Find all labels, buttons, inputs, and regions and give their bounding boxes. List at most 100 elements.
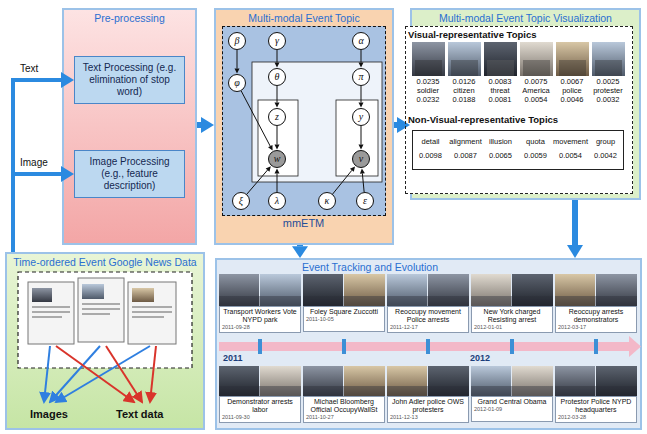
event-card: John Adler police OWS protesters2011-12-…: [387, 396, 469, 423]
variable-symbol: w: [274, 154, 281, 164]
topic-word: police: [554, 86, 590, 95]
variable-circle: π: [352, 68, 370, 86]
arrow-head: [275, 145, 280, 150]
arrow-head: [350, 166, 355, 171]
event-caption: John Adler police OWS protesters: [390, 398, 466, 414]
dependency-arrow: [360, 168, 365, 192]
edge-label: Text: [18, 63, 40, 75]
photo: [592, 42, 625, 76]
topic-weight: 0.0042: [588, 151, 623, 160]
variable-symbol: ε: [363, 196, 367, 206]
variable-symbol: θ: [275, 72, 280, 82]
variable-symbol: γ: [275, 36, 279, 46]
event-card: Reoccupy movement Police arrests2011-12-…: [387, 306, 469, 333]
event-card: Foley Square Zuccotti2011-10-05: [303, 306, 385, 332]
topic-word: alignment: [448, 137, 483, 146]
connector-line: [277, 126, 278, 145]
news-line: [132, 311, 172, 313]
photo: [520, 42, 553, 76]
photo-crowd: [219, 296, 301, 306]
topic-weight: 0.0083: [482, 77, 518, 86]
image-arrow: [50, 346, 100, 402]
section-heading: Visual-representative Topics: [408, 29, 618, 40]
photo-crowd: [555, 386, 637, 396]
panel-title: Multi-modal Event Topic Visualization: [412, 10, 639, 24]
process-box: Image Processing (e.g., feature descript…: [74, 150, 185, 198]
event-date: 2011-10-27: [306, 414, 382, 421]
event-caption: Michael Bloomberg Official OccupyWallSt: [306, 398, 382, 414]
event-date: 2012-03-17: [558, 324, 634, 331]
topic-word: soldier: [410, 86, 446, 95]
news-line: [132, 306, 172, 308]
event-caption: New York charged Resisting arrest: [474, 308, 550, 324]
news-line: [32, 306, 70, 308]
topic-word: quota: [518, 137, 553, 146]
arrow-head: [359, 63, 364, 68]
topic-word: citizen: [446, 86, 482, 95]
dependency-arrow: [275, 50, 280, 68]
topic-word: illusion: [483, 137, 518, 146]
photo: [412, 42, 445, 76]
arrow-head: [397, 117, 410, 133]
event-card: Grand Central Obama2012-01-09: [471, 396, 553, 422]
news-photo: [132, 288, 154, 302]
model-name: mmETM: [223, 217, 384, 230]
panel-title: Time-ordered Event Google News Data: [7, 254, 203, 268]
news-page: [128, 282, 176, 344]
arrow-head: [360, 168, 365, 173]
connector-line: [197, 122, 201, 128]
event-caption: Reoccupy movement Police arrests: [390, 308, 466, 324]
connector-line: [277, 174, 278, 193]
photo-crowd: [471, 386, 553, 396]
flow-arrow: [394, 117, 410, 133]
event-date: 2011-09-30: [222, 414, 298, 421]
event-caption: Demonstrator arrests labor: [222, 398, 298, 414]
plate: [258, 100, 298, 176]
event-caption: Transport Workers Vote NYPD park: [222, 308, 298, 324]
topic-weight: 0.0232: [410, 95, 446, 104]
process-label: Text Processing (e.g. elimination of sto…: [79, 62, 180, 98]
event-date: 2012-01-09: [474, 406, 550, 413]
event-card: Transport Workers Vote NYPD park2011-09-…: [219, 306, 301, 333]
photo-crowd: [559, 60, 586, 76]
connector-line: [333, 170, 352, 194]
variable-symbol: λ: [275, 196, 279, 206]
text-arrow: [106, 346, 142, 402]
topic-weight: 0.0081: [482, 95, 518, 104]
flow-arrow: [292, 245, 308, 258]
topic-word: threat: [482, 86, 518, 95]
flow-arrow: [197, 117, 214, 133]
panel: Multi-modal Event Topic VisualizationVis…: [410, 8, 641, 200]
topic-word: detail: [413, 137, 448, 146]
variable-symbol: α: [358, 36, 363, 46]
event-caption: Protestor Police NYPD headquarters: [558, 398, 634, 414]
timeline-tick: [426, 339, 430, 354]
photo-crowd: [555, 296, 637, 306]
variable-symbol: ξ: [239, 196, 243, 206]
topic-weight: 0.0098: [413, 151, 448, 160]
arrow-head: [235, 69, 240, 74]
topic-word: America: [518, 86, 554, 95]
topic-weight: 0.0065: [483, 151, 518, 160]
dependency-arrow: [359, 86, 364, 108]
timeline-tick: [342, 339, 346, 354]
variable-symbol: z: [275, 112, 279, 122]
topic-weight: 0.0025: [590, 77, 626, 86]
connector-line: [277, 86, 278, 103]
dependency-arrow: [235, 50, 240, 74]
flow-arrow: [13, 72, 74, 252]
flow-arrow: [567, 200, 583, 258]
dependency-arrow: [241, 91, 272, 151]
event-card: Michael Bloomberg Official OccupyWallSt2…: [303, 396, 385, 423]
timeline-tick: [258, 339, 262, 354]
model-ground: [222, 26, 386, 216]
image-arrow: [56, 346, 150, 402]
topic-weight: 0.0054: [553, 151, 588, 160]
news-line: [82, 313, 110, 315]
event-caption: Grand Central Obama: [474, 398, 550, 406]
event-card: Protestor Police NYPD headquarters2012-0…: [555, 396, 637, 423]
photo-crowd: [303, 386, 385, 396]
connector-line: [237, 50, 238, 69]
topic-weight: 0.0032: [590, 95, 626, 104]
topic-weight: 0.0067: [554, 77, 590, 86]
